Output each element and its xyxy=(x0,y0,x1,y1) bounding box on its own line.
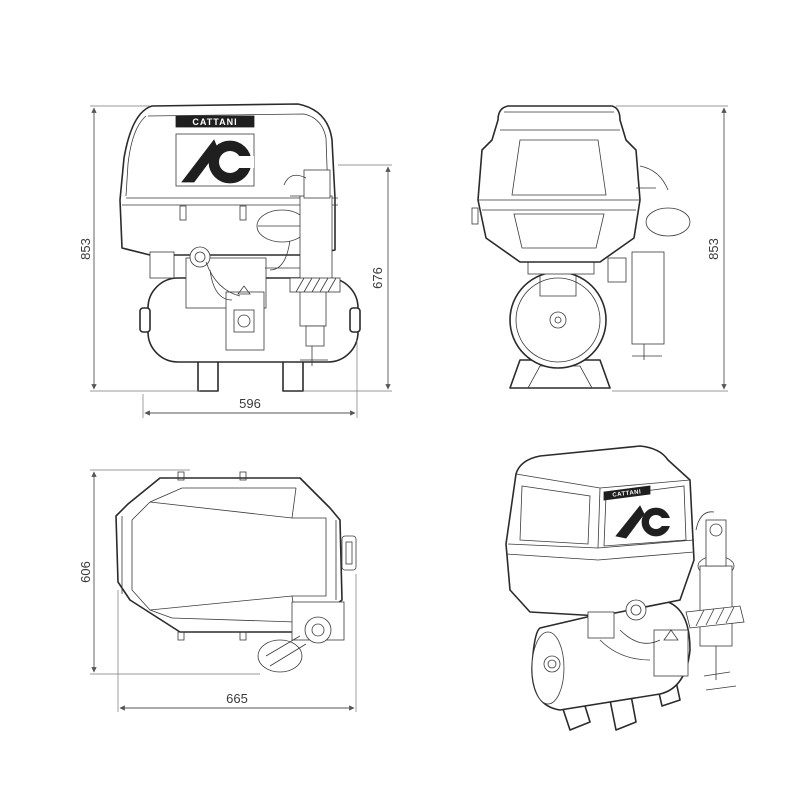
top-view xyxy=(115,471,357,673)
front-dimensions: 853 676 596 xyxy=(78,105,392,418)
iso-brand-label: CATTANI xyxy=(612,489,641,498)
top-depth-label: 606 xyxy=(78,561,93,583)
front-side-height-label: 676 xyxy=(370,267,385,289)
front-width-label: 596 xyxy=(239,396,261,411)
side-dimensions: 853 xyxy=(612,105,728,392)
side-height-label: 853 xyxy=(706,238,721,260)
top-width-label: 665 xyxy=(226,691,248,706)
front-height-label: 853 xyxy=(78,238,93,260)
front-logo xyxy=(175,133,255,187)
top-dimensions: 606 665 xyxy=(78,469,357,712)
side-view xyxy=(471,105,691,389)
isometric-view: CATTANI xyxy=(505,445,745,731)
iso-logo xyxy=(615,505,672,539)
front-view: CATTANI xyxy=(119,103,361,392)
front-brand-label: CATTANI xyxy=(192,117,237,127)
